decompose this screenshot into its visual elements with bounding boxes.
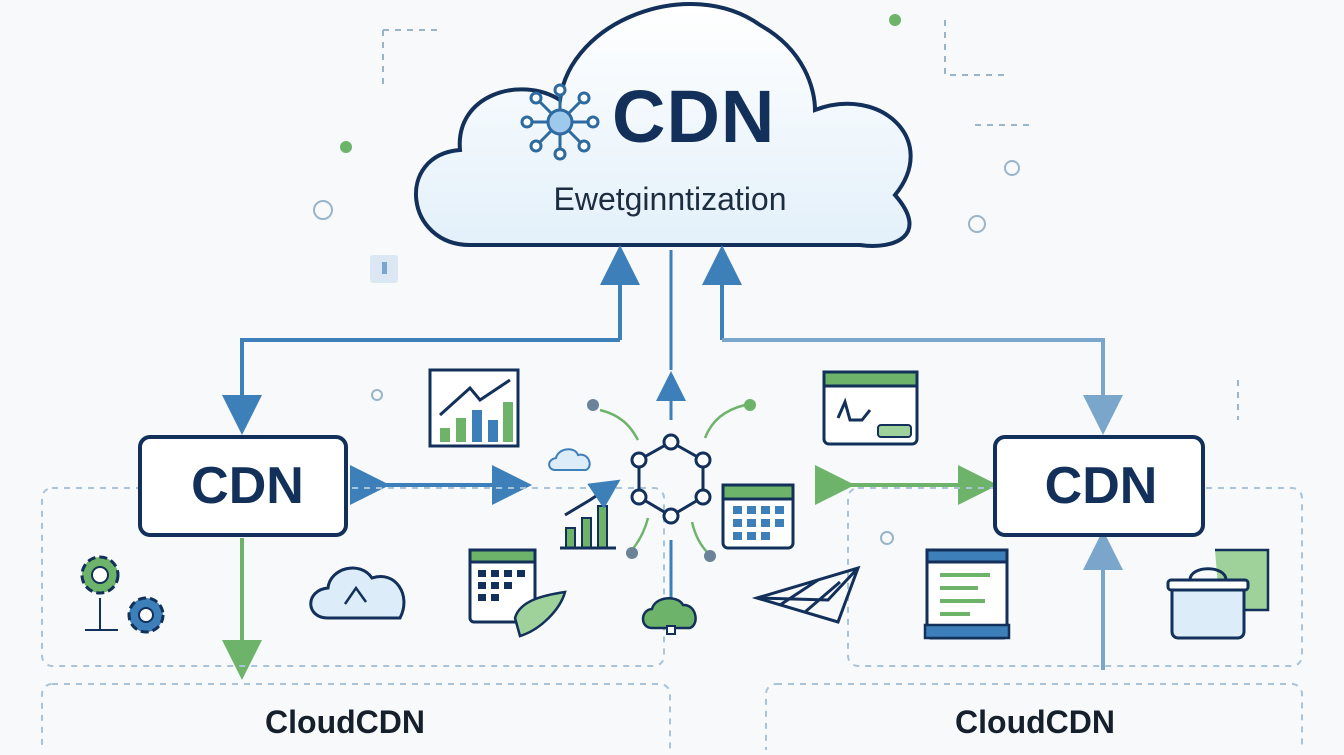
growth-chart-icon <box>560 479 621 550</box>
main-cloud-shape <box>413 2 913 248</box>
bar-chart-trend-icon <box>428 368 520 448</box>
left-node-label: CDN <box>191 457 304 515</box>
connector-arrows <box>222 245 1123 680</box>
paper-plane-icon <box>751 565 861 624</box>
browser-window-icon <box>822 370 919 446</box>
right-node-label: CDN <box>1044 457 1158 515</box>
document-list-icon <box>923 548 1011 640</box>
bottom-right-label: CloudCDN <box>955 704 1115 740</box>
right-node-box <box>993 435 1205 537</box>
hexagon-network-icon <box>587 399 756 562</box>
main-cloud-title: CDN <box>612 75 776 158</box>
decorative-lines <box>382 20 1239 420</box>
cloud-outline-icon <box>309 566 406 620</box>
calendar-icon <box>721 483 795 550</box>
left-node-box <box>138 435 348 537</box>
cloud-upload-icon <box>641 597 697 635</box>
network-hub-icon <box>520 83 600 161</box>
basket-icon <box>1166 548 1270 640</box>
gears-icon <box>80 555 165 634</box>
decorative-dots <box>313 14 1020 545</box>
spreadsheet-icon <box>468 548 567 638</box>
bottom-left-label: CloudCDN <box>265 704 425 740</box>
cloud-small-icon <box>548 448 591 471</box>
main-cloud-subtitle: Ewetginntization <box>553 181 787 217</box>
